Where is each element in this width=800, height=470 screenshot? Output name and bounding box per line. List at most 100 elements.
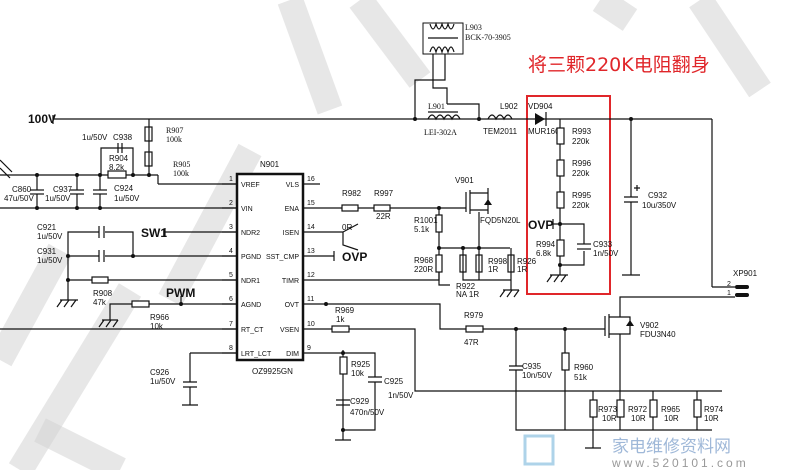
svg-text:10k: 10k (351, 369, 365, 378)
svg-text:1n/50V: 1n/50V (388, 391, 414, 400)
svg-text:C925: C925 (384, 377, 404, 386)
svg-text:C929: C929 (350, 397, 370, 406)
svg-text:1u/50V: 1u/50V (150, 377, 176, 386)
svg-text:OZ9925GN: OZ9925GN (252, 367, 293, 376)
svg-text:5.1k: 5.1k (414, 225, 430, 234)
pin-name: VLS (286, 182, 300, 189)
svg-text:1u/50V: 1u/50V (114, 194, 140, 203)
svg-text:C935: C935 (522, 362, 542, 371)
svg-text:V901: V901 (455, 176, 474, 185)
svg-text:R979: R979 (464, 311, 484, 320)
svg-text:R966: R966 (150, 313, 170, 322)
pin-name: LRT_LCT (241, 351, 272, 358)
svg-text:47R: 47R (464, 338, 479, 347)
pin-name: VIN (241, 206, 253, 213)
svg-text:6.8k: 6.8k (536, 249, 552, 258)
svg-text:47k: 47k (93, 298, 107, 307)
svg-text:NA 1R: NA 1R (456, 290, 479, 299)
svg-text:R969: R969 (335, 306, 355, 315)
svg-text:V902: V902 (640, 321, 659, 330)
pin-name: DIM (286, 351, 299, 358)
svg-text:C938: C938 (113, 133, 133, 142)
svg-text:C933: C933 (593, 240, 613, 249)
svg-text:OVP: OVP (342, 250, 367, 264)
svg-text:1u/50V: 1u/50V (37, 256, 63, 265)
svg-text:R904: R904 (109, 154, 129, 163)
svg-text:SW1: SW1 (141, 226, 167, 240)
diode-vd904: VD904 MUR160 (528, 102, 560, 136)
ic-right-pins: 16VLS15ENA14ISEN13SST_CMP12TIMR11OVT10VS… (266, 176, 315, 358)
pin-name: NDR2 (241, 230, 260, 237)
pin-number: 14 (307, 224, 315, 231)
svg-text:R982: R982 (342, 189, 362, 198)
pin-number: 13 (307, 248, 315, 255)
svg-text:R907: R907 (166, 126, 183, 135)
svg-text:R996: R996 (572, 159, 592, 168)
svg-text:C924: C924 (114, 184, 134, 193)
svg-text:R998: R998 (488, 257, 508, 266)
pin-number: 9 (307, 345, 311, 352)
svg-text:FQD5N20L: FQD5N20L (480, 216, 521, 225)
svg-text:10R: 10R (602, 414, 617, 423)
svg-text:10u/350V: 10u/350V (642, 201, 677, 210)
svg-text:R968: R968 (414, 256, 434, 265)
pin-name: AGND (241, 302, 261, 309)
svg-text:L901: L901 (428, 102, 445, 111)
pin-name: OVT (285, 302, 300, 309)
svg-text:10R: 10R (704, 414, 719, 423)
svg-text:R973: R973 (598, 405, 618, 414)
pin-name: NDR1 (241, 278, 260, 285)
pin-number: 3 (229, 224, 233, 231)
ic-left-pins: 1VREF2VIN3NDR24PGND5NDR16AGND7RT_CT8LRT_… (222, 176, 272, 358)
svg-text:TEM2011: TEM2011 (483, 127, 518, 136)
svg-text:R997: R997 (374, 189, 394, 198)
rail-100v: 100V (28, 112, 735, 288)
svg-text:220k: 220k (572, 137, 590, 146)
svg-text:1R: 1R (517, 265, 527, 274)
svg-text:OVP: OVP (528, 218, 553, 232)
svg-text:100k: 100k (166, 135, 182, 144)
svg-text:1R: 1R (488, 265, 498, 274)
svg-text:10R: 10R (631, 414, 646, 423)
svg-text:1n/50V: 1n/50V (593, 249, 619, 258)
svg-text:www.520101.com: www.520101.com (611, 456, 749, 470)
svg-text:100V: 100V (28, 112, 56, 126)
pin-name: PGND (241, 254, 261, 261)
connector-xp901[interactable]: XP901 21 (619, 269, 758, 306)
svg-text:R925: R925 (351, 360, 371, 369)
svg-text:PWM: PWM (166, 286, 195, 300)
svg-text:51k: 51k (574, 373, 588, 382)
svg-text:L903: L903 (465, 23, 482, 32)
pin-number: 1 (229, 176, 233, 183)
svg-text:1u/50V: 1u/50V (37, 232, 63, 241)
svg-text:10n/50V: 10n/50V (522, 371, 552, 380)
svg-text:R965: R965 (661, 405, 681, 414)
pin-number: 8 (229, 345, 233, 352)
svg-text:R1001: R1001 (414, 216, 438, 225)
pin-number: 6 (229, 296, 233, 303)
pin-number: 10 (307, 321, 315, 328)
svg-text:C937: C937 (53, 185, 73, 194)
pin-number: 7 (229, 321, 233, 328)
svg-text:MUR160: MUR160 (528, 127, 560, 136)
svg-text:XP901: XP901 (733, 269, 758, 278)
pin-number: 5 (229, 272, 233, 279)
